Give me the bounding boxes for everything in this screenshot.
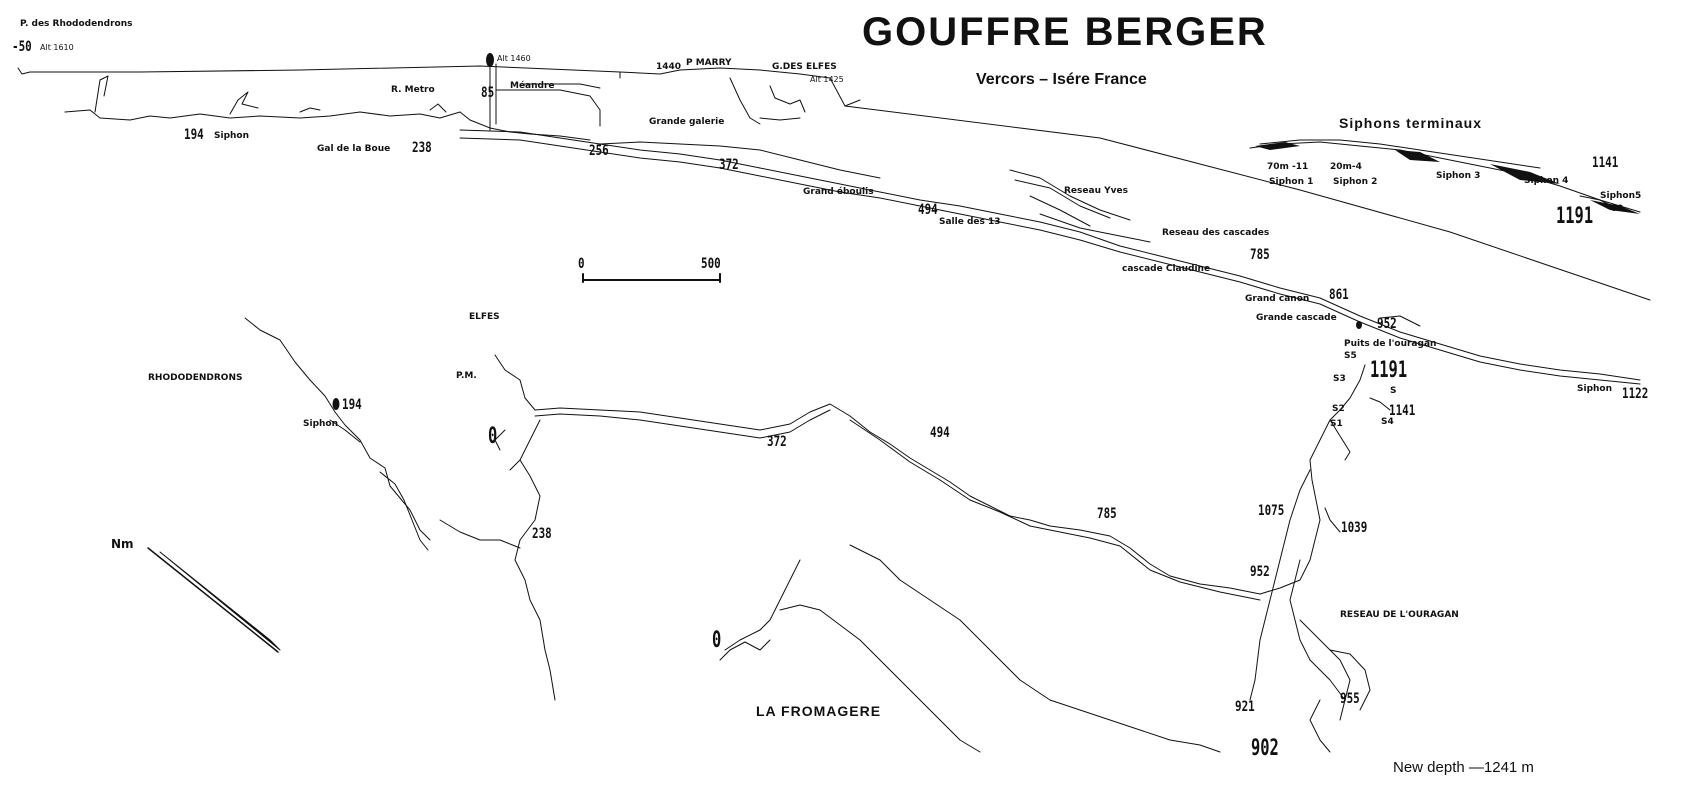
plan-depth-785: 785 (1097, 506, 1117, 522)
new-depth-note: New depth —1241 m (1393, 759, 1534, 776)
depth-1141-profile: 1141 (1592, 155, 1619, 171)
north-arrow (147, 547, 281, 653)
depth-952: 952 (1377, 316, 1397, 332)
label-siphon-194: Siphon (214, 131, 250, 141)
label-grand-eboulis: Grand éboulis (803, 187, 874, 197)
plan-ouragan-network (1249, 364, 1391, 753)
map-subtitle: Vercors – Isére France (976, 71, 1147, 88)
map-title: GOUFFRE BERGER (862, 10, 1268, 54)
label-alt-1425: Alt 1425 (810, 75, 844, 84)
plan-depth-0-fromagere: 0 (712, 628, 722, 653)
scale-label-0: 0 (578, 256, 585, 272)
plan-depth-1039: 1039 (1341, 520, 1368, 536)
plan-label-pm: P.M. (456, 371, 477, 381)
label-cascade-claudine: cascade Claudine (1122, 264, 1211, 274)
plan-depth-494: 494 (930, 425, 950, 441)
label-p-marry: P MARRY (686, 58, 732, 68)
plan-label-s2: S2 (1332, 404, 1345, 414)
label-reseau-des-cascades: Reseau des cascades (1162, 228, 1270, 238)
label-meandre: Méandre (510, 81, 555, 91)
label-alt-1610: Alt 1610 (40, 43, 74, 52)
label-siphon-5: Siphon5 (1600, 191, 1642, 201)
depth-1191-profile: 1191 (1556, 204, 1594, 229)
plan-depth-902: 902 (1251, 736, 1279, 761)
label-grande-cascade: Grande cascade (1256, 313, 1337, 323)
plan-depth-1141: 1141 (1389, 403, 1416, 419)
plan-label-s5: S5 (1344, 351, 1357, 361)
label-alt-1460: Alt 1460 (497, 54, 531, 63)
plan-label-s1: S1 (1330, 419, 1343, 429)
plan-main-gallery (439, 354, 1321, 701)
depth-372: 372 (719, 157, 739, 173)
profile-upper-gallery (64, 75, 591, 141)
label-1440: 1440 (656, 62, 682, 72)
plan-rhododendrons-branch (244, 317, 431, 551)
label-grand-canon: Grand canon (1245, 294, 1310, 304)
plan-depth-1191: 1191 (1370, 358, 1408, 383)
depth-1122: 1122 (1622, 386, 1649, 402)
plan-depth-372: 372 (767, 434, 787, 450)
label-gal-de-la-boue: Gal de la Boue (317, 144, 391, 154)
label-siphon2-depth: 20m-4 (1330, 162, 1362, 172)
plan-depth-921: 921 (1235, 699, 1255, 715)
label-g-des-elfes: G.DES ELFES (772, 62, 837, 72)
plan-label-s: S (1390, 386, 1397, 396)
label-p-rhododendrons: P. des Rhododendrons (20, 19, 133, 29)
plan-label-s3: S3 (1333, 374, 1346, 384)
label-puits-de-l-ouragan: Puits de l'ouragan (1344, 339, 1437, 349)
plan-fromagere-branch (719, 544, 1221, 753)
label-siphon-end: Siphon (1577, 384, 1613, 394)
marker-fills (332, 53, 1362, 410)
label-siphon-1: Siphon 1 (1269, 177, 1314, 187)
depth-194: 194 (184, 127, 204, 143)
plan-depth-238: 238 (532, 526, 552, 542)
label-siphon-2: Siphon 2 (1333, 177, 1378, 187)
plan-depth-194: 194 (342, 397, 362, 413)
plan-depth-1075: 1075 (1258, 503, 1285, 519)
label-siphon1-depth: 70m -11 (1267, 162, 1309, 172)
profile-entrance-shaft (489, 63, 806, 131)
label-north: Nm (111, 537, 134, 551)
profile-side-networks (1009, 169, 1421, 327)
depth-861: 861 (1329, 287, 1349, 303)
profile-main-gallery (459, 129, 1641, 385)
plan-depth-0: 0 (488, 424, 498, 449)
label-siphons-terminaux: Siphons terminaux (1339, 115, 1483, 131)
depth-785: 785 (1250, 247, 1270, 263)
scale-bar (582, 273, 721, 283)
depth-238: 238 (412, 140, 432, 156)
label-siphon5-depth: -60 (1607, 204, 1624, 214)
label-siphon-4: Siphon 4 (1524, 176, 1569, 186)
plan-depth-952: 952 (1250, 564, 1270, 580)
plan-label-s4: S4 (1381, 417, 1394, 427)
plan-label-la-fromagere: LA FROMAGERE (756, 703, 882, 719)
label-siphon-3: Siphon 3 (1436, 171, 1481, 181)
plan-label-reseau-de-l-ouragan: RESEAU DE L'OURAGAN (1340, 610, 1459, 620)
depth-50: -50 (12, 39, 32, 55)
depth-85: 85 (481, 85, 495, 101)
depth-256: 256 (589, 143, 609, 159)
label-r-metro: R. Metro (391, 85, 435, 95)
siphon-fills (1255, 142, 1640, 214)
label-salle-des-13: Salle des 13 (939, 217, 1001, 227)
plan-label-elfes: ELFES (469, 312, 500, 322)
plan-label-siphon: Siphon (303, 419, 339, 429)
label-grande-galerie: Grande galerie (649, 117, 725, 127)
profile-surface-line (17, 65, 1651, 301)
label-reseau-yves: Reseau Yves (1064, 186, 1128, 196)
scale-label-500: 500 (701, 256, 721, 272)
plan-label-rhododendrons: RHODODENDRONS (148, 373, 243, 383)
plan-depth-955: 955 (1340, 691, 1360, 707)
depth-494: 494 (918, 202, 938, 218)
